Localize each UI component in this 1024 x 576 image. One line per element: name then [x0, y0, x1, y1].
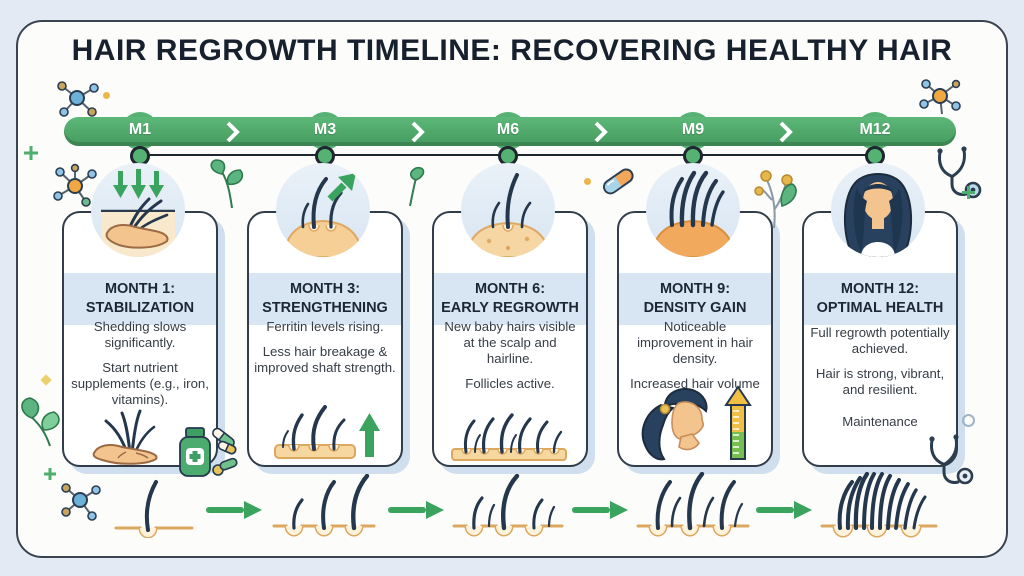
card-month-9: MONTH 9: DENSITY GAIN Noticeable improve…	[617, 211, 773, 467]
card-phase-label: DENSITY GAIN	[643, 299, 747, 316]
card-phase-label: EARLY REGROWTH	[441, 299, 579, 316]
progress-stage-3	[452, 474, 564, 538]
density-gain-icon	[646, 163, 740, 257]
supplement-bottle-icon	[176, 426, 238, 478]
card-month-3: MONTH 3: STRENGTHENING Ferritin levels r…	[247, 211, 403, 467]
molecule-icon	[52, 78, 102, 122]
early-regrowth-icon	[461, 163, 555, 257]
progress-arrow-icon	[756, 500, 814, 520]
page-title: HAIR REGROWTH TIMELINE: RECOVERING HEALT…	[71, 34, 953, 67]
dot-decoration	[584, 178, 591, 185]
plus-decoration	[24, 146, 38, 160]
timeline-label-m1: M1	[128, 121, 152, 138]
card-body-text: Shedding slows significantly. Start nutr…	[71, 319, 209, 408]
chevron-right-icon	[411, 121, 425, 143]
progress-stage-1	[108, 478, 200, 538]
plus-decoration	[962, 186, 975, 199]
card-header-band: MONTH 12: OPTIMAL HEALTH	[804, 273, 956, 326]
leaves-icon	[20, 390, 68, 448]
card-header-band: MONTH 9: DENSITY GAIN	[619, 273, 771, 326]
card-header-band: MONTH 3: STRENGTHENING	[249, 273, 401, 326]
card-month-6: MONTH 6: EARLY REGROWTH New baby hairs v…	[432, 211, 588, 467]
timeline-bar	[64, 117, 956, 146]
hand-sprouting-hair-illustration	[78, 403, 174, 465]
progress-arrow-icon	[572, 500, 630, 520]
card-body-text: New baby hairs visible at the scalp and …	[444, 319, 576, 392]
card-body-text: Full regrowth potentially achieved. Hair…	[810, 325, 950, 430]
molecule-icon	[56, 478, 104, 524]
leaf-icon	[398, 166, 428, 208]
strengthening-hair-icon	[276, 163, 370, 257]
strengthening-hair-patch-illustration	[267, 403, 381, 461]
shedding-hand-icon	[91, 163, 185, 257]
card-phase-label: STRENGTHENING	[262, 299, 388, 316]
timeline-label-m6: M6	[496, 121, 520, 138]
circle-dot-decoration	[962, 414, 975, 427]
card-phase-label: OPTIMAL HEALTH	[816, 299, 944, 316]
card-month-1: MONTH 1: STABILIZATION Shedding slows si…	[62, 211, 218, 467]
pill-capsule-icon	[596, 162, 640, 200]
dot-decoration	[103, 92, 110, 99]
timeline-label-m3: M3	[313, 121, 337, 138]
stethoscope-icon	[922, 432, 978, 486]
molecule-icon	[914, 76, 966, 116]
progress-stage-2	[270, 474, 378, 538]
card-body-text: Noticeable improvement in hair density. …	[630, 319, 760, 392]
stethoscope-icon	[928, 146, 986, 200]
leaf-sprig-icon	[206, 158, 258, 210]
card-header-band: MONTH 1: STABILIZATION	[64, 273, 216, 326]
card-month-label: MONTH 9:	[659, 281, 731, 297]
timeline-label-m12: M12	[859, 121, 891, 138]
woman-ponytail-volume-illustration	[627, 381, 757, 463]
progress-arrow-icon	[388, 500, 446, 520]
card-phase-label: STABILIZATION	[85, 299, 195, 316]
chevron-right-icon	[594, 121, 608, 143]
regrowth-hair-patch-illustration	[448, 409, 570, 461]
card-header-band: MONTH 6: EARLY REGROWTH	[434, 273, 586, 326]
card-body-text: Ferritin levels rising. Less hair breaka…	[254, 319, 396, 376]
timeline-label-m9: M9	[681, 121, 705, 138]
plus-decoration	[44, 468, 56, 480]
progress-stage-4	[636, 472, 751, 538]
molecule-icon	[48, 162, 102, 208]
chevron-right-icon	[226, 121, 240, 143]
card-month-label: MONTH 1:	[104, 281, 176, 297]
berry-branch-icon	[752, 162, 802, 230]
card-month-label: MONTH 3:	[289, 281, 361, 297]
progress-arrow-icon	[206, 500, 264, 520]
card-month-label: MONTH 6:	[474, 281, 546, 297]
progress-stage-5	[820, 470, 938, 538]
card-month-label: MONTH 12:	[840, 281, 920, 297]
optimal-health-woman-icon	[831, 163, 925, 257]
chevron-right-icon	[779, 121, 793, 143]
